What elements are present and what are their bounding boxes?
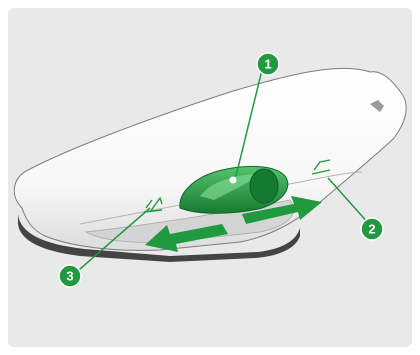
callout-3: 3 [59, 265, 81, 287]
callout-2: 2 [361, 218, 383, 240]
callout-2-leader [328, 178, 370, 225]
callout-2-label: 2 [368, 222, 375, 237]
slider-button-grip [250, 169, 278, 203]
illustration-panel: 1 2 3 [8, 8, 412, 347]
callout-1: 1 [257, 53, 279, 75]
callout-1-label: 1 [264, 57, 271, 72]
lever-diagram: 1 2 3 [8, 8, 412, 347]
callout-3-label: 3 [66, 269, 73, 284]
slider-button-dot [230, 177, 237, 184]
